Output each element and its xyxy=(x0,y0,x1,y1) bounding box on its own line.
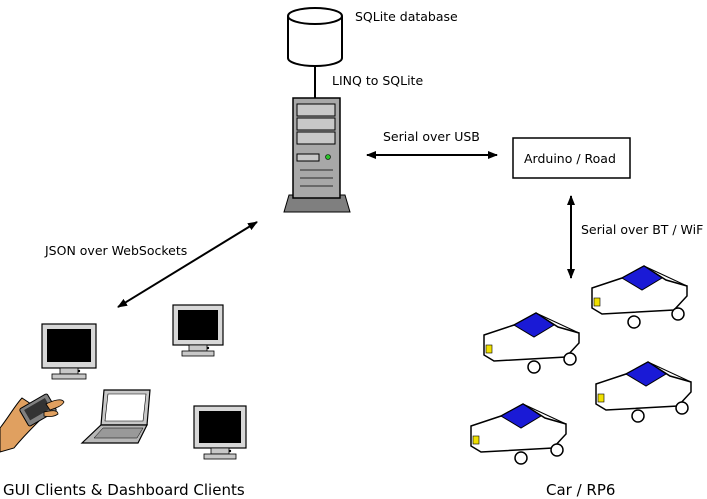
server-tower-icon xyxy=(283,97,351,213)
arduino-box xyxy=(512,137,631,179)
laptop-icon xyxy=(80,389,151,444)
crt-monitor-icon xyxy=(41,323,97,380)
crt-monitor-icon xyxy=(193,405,247,460)
clients-label: GUI Clients & Dashboard Clients xyxy=(3,481,245,499)
car-icon xyxy=(483,312,580,374)
database-label: SQLite database xyxy=(355,9,458,24)
arduino-label: Arduino / Road xyxy=(524,151,616,166)
car-icon xyxy=(591,265,688,329)
cars-label: Car / RP6 xyxy=(546,481,615,499)
handheld-pda-icon xyxy=(0,393,65,453)
json-ws-label: JSON over WebSockets xyxy=(44,243,187,258)
car-icon xyxy=(470,403,567,465)
serial-usb-label: Serial over USB xyxy=(383,129,480,144)
car-icon xyxy=(595,361,692,423)
json-websocket-arrow xyxy=(117,221,258,308)
serial-bt-label: Serial over BT / WiF xyxy=(581,222,703,237)
linq-label: LINQ to SQLite xyxy=(332,73,423,88)
crt-monitor-icon xyxy=(172,304,224,357)
database-icon xyxy=(287,7,343,67)
